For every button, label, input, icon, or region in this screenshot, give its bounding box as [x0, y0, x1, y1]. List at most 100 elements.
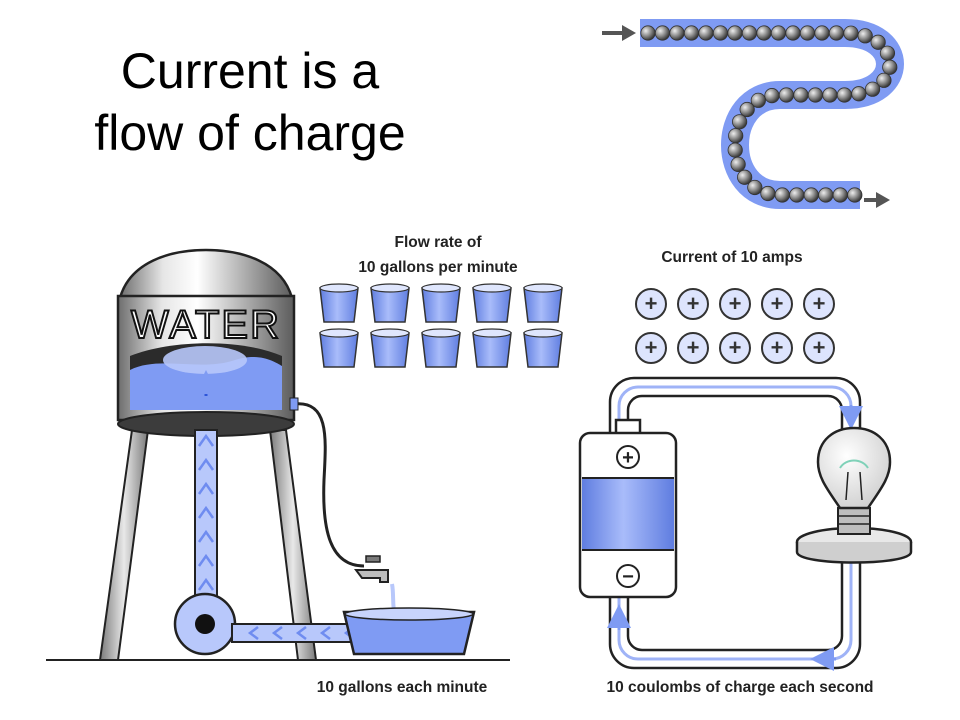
- water-bucket: [319, 283, 359, 323]
- battery-negative-circle: [616, 564, 640, 588]
- charge-symbol: +: [687, 291, 700, 316]
- water-bucket: [421, 283, 461, 323]
- battery-positive-circle: [616, 445, 640, 469]
- basin-water-surface: [344, 607, 474, 621]
- charge-bead: [857, 28, 873, 44]
- charge-bead: [814, 25, 830, 41]
- flow-rate-line-2: 10 gallons per minute: [358, 259, 518, 276]
- electric-circuit: Current of 10 amps + + + + + + + + + + + −: [578, 249, 913, 696]
- water-bucket: [523, 328, 563, 368]
- charge-bead: [832, 187, 848, 203]
- charge-bead: [727, 142, 743, 158]
- charge-symbol: +: [645, 291, 658, 316]
- hose-coupler: [289, 397, 299, 411]
- charge-bead: [851, 86, 867, 102]
- charge-bead: [727, 25, 743, 41]
- water-system: WATER: [46, 234, 563, 696]
- positive-charge: +: [677, 332, 709, 364]
- charge-symbol: +: [771, 291, 784, 316]
- charge-bead: [879, 45, 896, 61]
- faucet-handle: [365, 555, 381, 563]
- bulb-filament-glow: [839, 459, 869, 469]
- charge-bead: [750, 92, 766, 108]
- charge-bead: [728, 128, 744, 144]
- pipe-up-arrows: [197, 433, 215, 591]
- current-label: Current of 10 amps: [661, 249, 802, 266]
- charge-bead: [793, 87, 809, 103]
- water-bucket: [421, 328, 461, 368]
- charge-bead: [654, 25, 671, 41]
- water-caption: 10 gallons each minute: [317, 679, 488, 696]
- battery-charge-band: [582, 478, 674, 550]
- positive-charge: +: [635, 332, 667, 364]
- charge-bead: [789, 187, 805, 203]
- tank-label: WATER: [131, 303, 281, 347]
- bulb-screw-base: [837, 507, 871, 535]
- charge-bead: [712, 25, 729, 41]
- flow-in-arrowhead: [622, 25, 636, 41]
- title-line-2: flow of charge: [94, 105, 406, 161]
- charge-symbol: +: [729, 291, 742, 316]
- charge-bead: [737, 169, 753, 185]
- bulb-filament: [845, 471, 863, 501]
- water-bucket: [370, 328, 410, 368]
- battery-negative-sign: −: [622, 566, 634, 588]
- positive-charge: +: [719, 288, 751, 320]
- charge-symbol: +: [645, 335, 658, 360]
- tank-splash: [163, 346, 247, 374]
- charge-symbol: +: [813, 335, 826, 360]
- bead-chain-illustration: [602, 19, 904, 209]
- bucket-grid: [319, 283, 563, 368]
- flow-rate-line-1: Flow rate of: [395, 234, 483, 251]
- bulb-socket-side: [795, 542, 913, 564]
- charge-grid: + + + + + + + + + +: [635, 288, 835, 364]
- charge-bead: [828, 25, 845, 41]
- charge-bead: [807, 87, 824, 103]
- water-bucket: [370, 283, 410, 323]
- charge-bead: [843, 25, 859, 41]
- charge-symbol: +: [729, 335, 742, 360]
- conductor-tube: [640, 19, 904, 209]
- circuit-caption: 10 coulombs of charge each second: [606, 679, 873, 696]
- charge-bead: [756, 25, 772, 41]
- charge-bead: [698, 25, 714, 41]
- positive-charge: +: [677, 288, 709, 320]
- charge-bead: [882, 59, 898, 75]
- charge-bead: [770, 25, 787, 41]
- positive-charge: +: [719, 332, 751, 364]
- charge-symbol: +: [687, 335, 700, 360]
- positive-charge: +: [761, 332, 793, 364]
- faucet: [354, 569, 389, 583]
- tower-leg-left: [98, 429, 150, 661]
- charge-bead: [774, 187, 790, 203]
- charge-bead: [732, 114, 748, 130]
- slide-title: Current is a flow of charge: [40, 40, 460, 164]
- charge-symbol: +: [813, 291, 826, 316]
- positive-charge: +: [803, 288, 835, 320]
- positive-charge: +: [635, 288, 667, 320]
- water-bucket: [472, 283, 512, 323]
- water-bucket: [523, 283, 563, 323]
- charge-bead: [870, 34, 886, 50]
- charge-bead: [864, 81, 881, 97]
- charge-bead: [799, 25, 816, 41]
- charge-bead: [669, 25, 685, 41]
- charge-bead: [764, 88, 780, 104]
- title-line-1: Current is a: [120, 43, 380, 99]
- charge-bead: [739, 101, 755, 118]
- charge-bead: [785, 25, 801, 41]
- charge-bead: [741, 25, 758, 41]
- positive-charge: +: [803, 332, 835, 364]
- charge-bead: [640, 25, 656, 41]
- charge-bead: [818, 187, 834, 203]
- charge-bead: [730, 156, 746, 172]
- charge-bead: [847, 187, 863, 203]
- charge-beads: [640, 25, 898, 203]
- light-bulb-glass: [816, 426, 892, 510]
- pump-hub: [195, 614, 215, 634]
- charge-symbol: +: [771, 335, 784, 360]
- charge-bead: [803, 187, 819, 203]
- charge-bead: [876, 72, 892, 88]
